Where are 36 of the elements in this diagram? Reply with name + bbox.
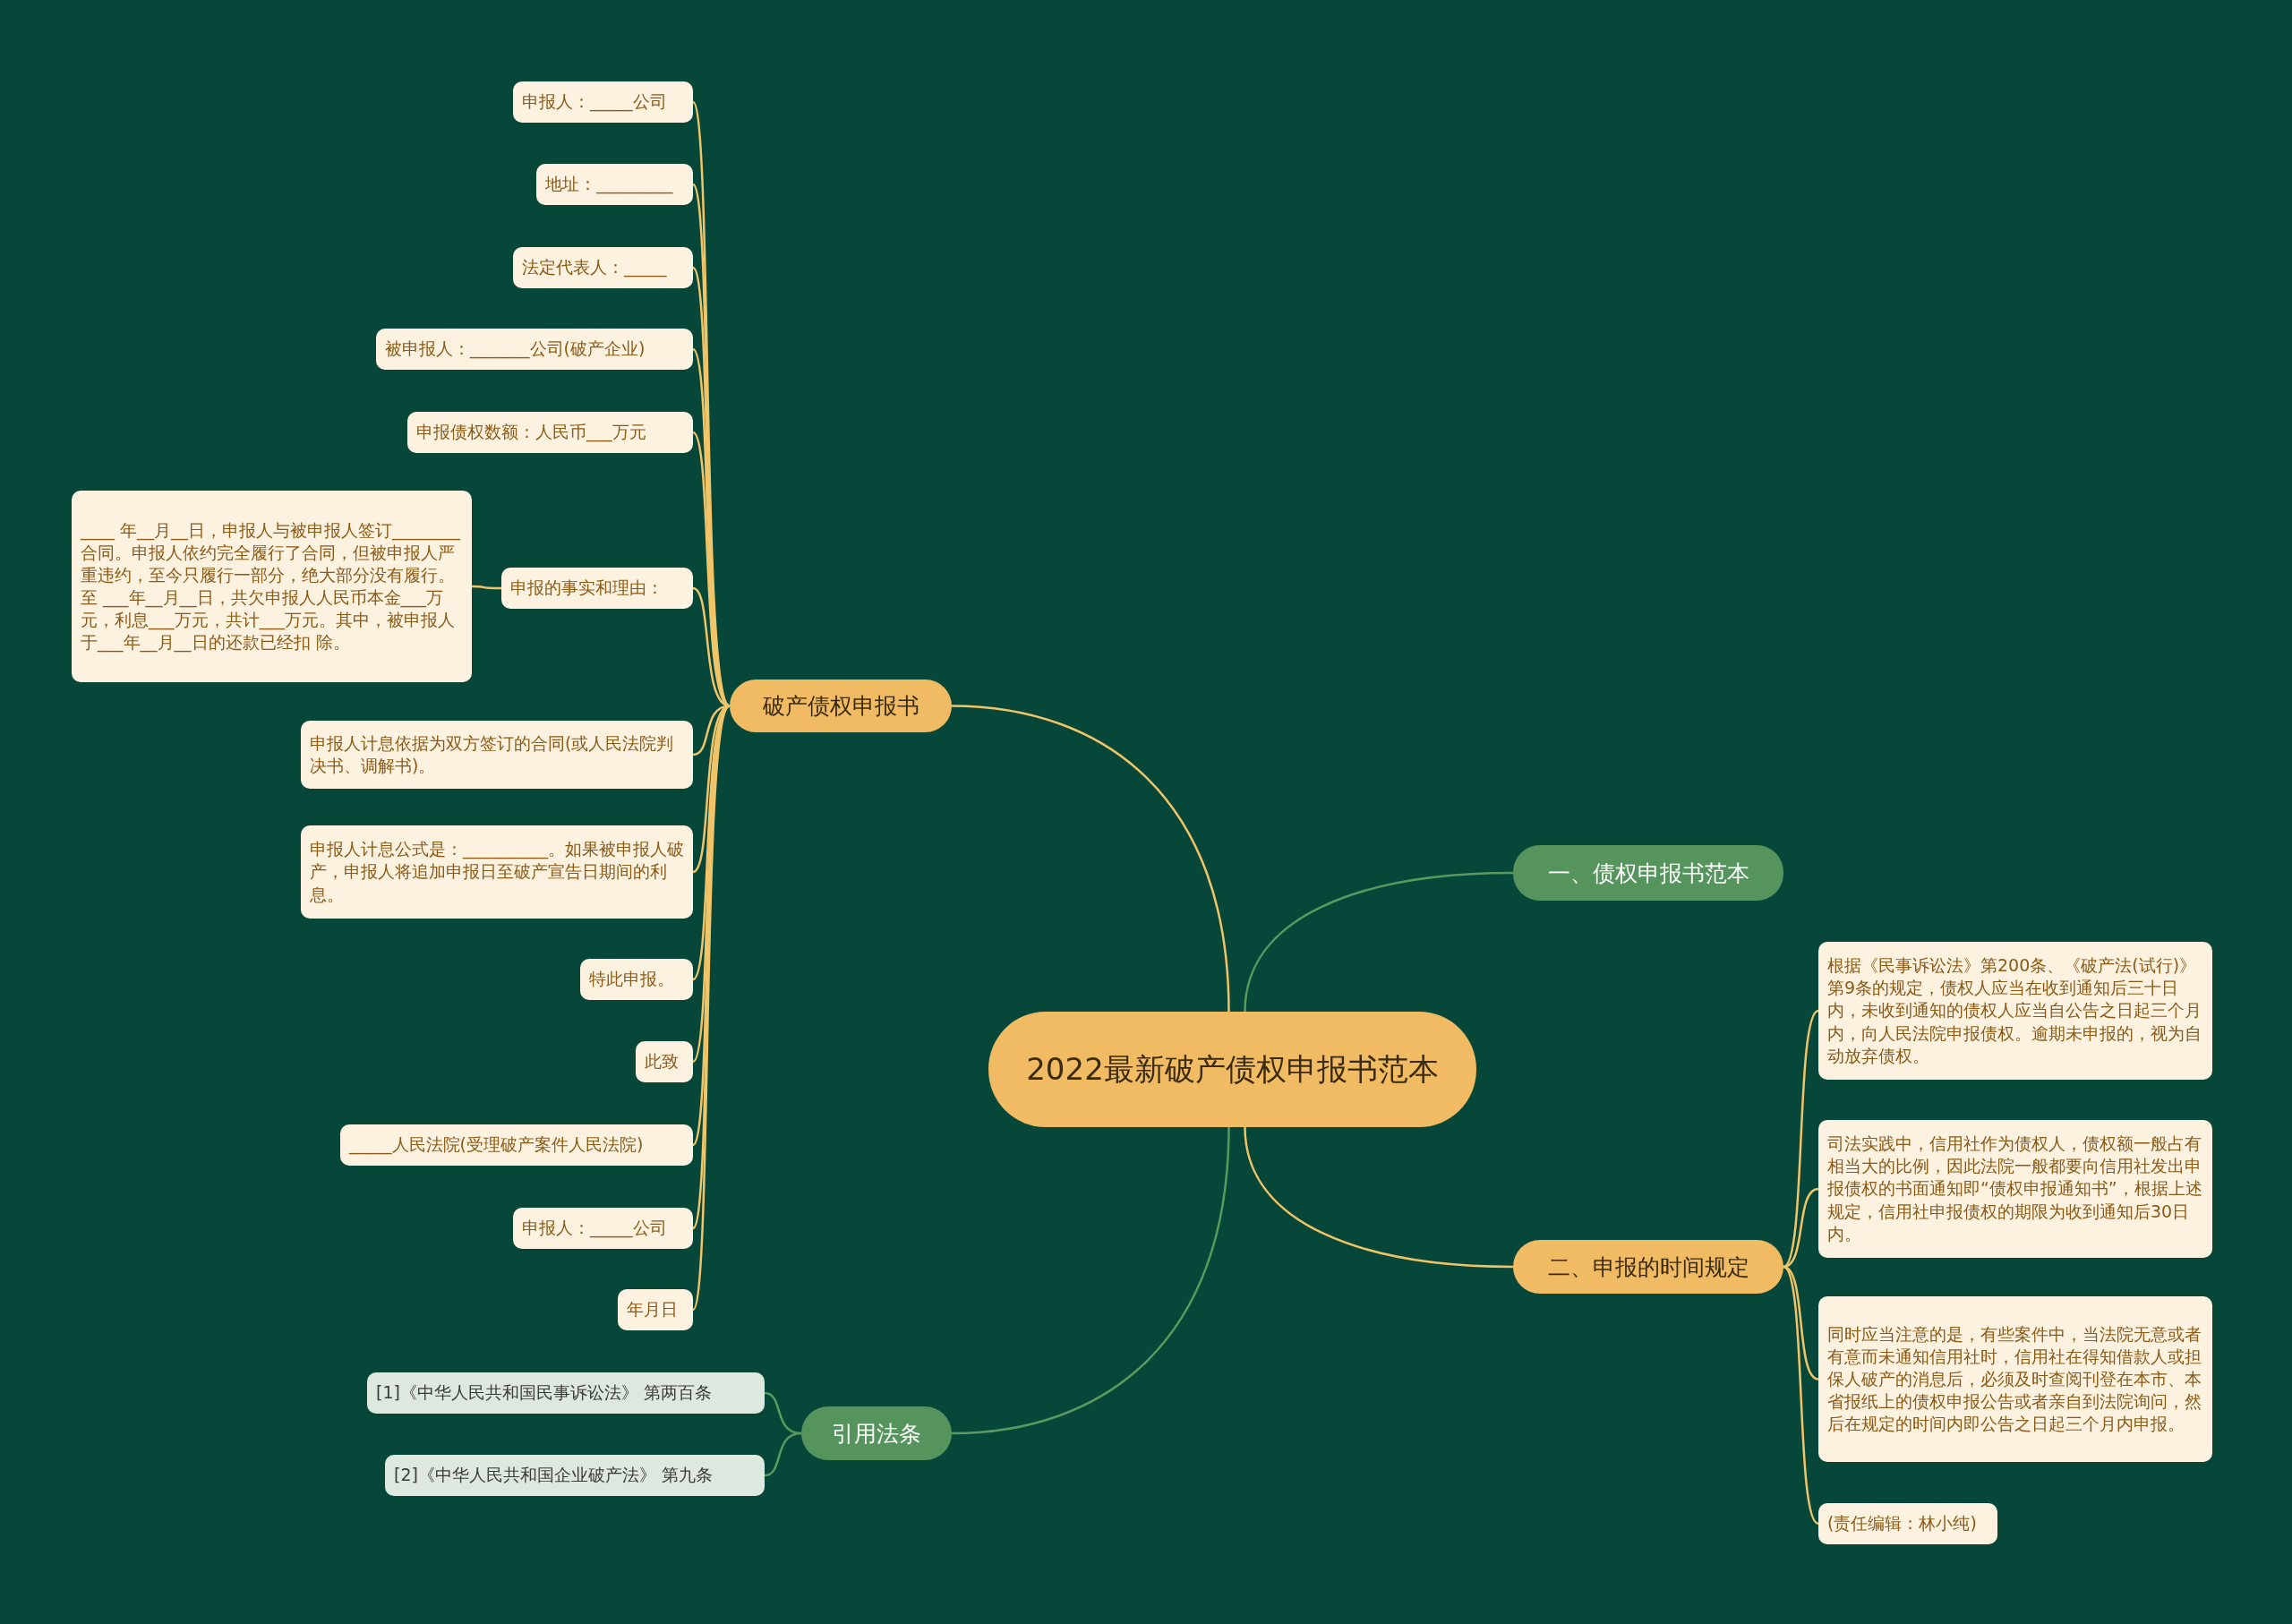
connector-line [764,1432,802,1477]
note-card: _____人民法院(受理破产案件人民法院) [340,1124,693,1166]
connector-line [1783,1266,1819,1525]
note-card: 申报人：_____公司 [513,1208,693,1249]
branch-topic: 引用法条 [801,1406,952,1460]
branch-topic: 一、债权申报书范本 [1513,845,1783,901]
note-card: 司法实践中，信用社作为债权人，债权额一般占有相当大的比例，因此法院一般都要向信用社发出申报债权的书面通知即“债权申报通知书”，根据上述规定，信用社申报债权的期限为收到通知后30日内。 [1818,1120,2212,1258]
note-card: 申报的事实和理由： [501,568,693,609]
note-card: 申报债权数额：人民币___万元 [407,412,693,453]
citation-card: [1]《中华人民共和国民事诉讼法》 第两百条 [367,1372,765,1414]
connector-line [1783,1010,1819,1268]
connector-line [951,705,1230,1013]
note-card: 地址：_________ [536,164,693,205]
note-card: 法定代表人：_____ [513,247,693,288]
note-card: ____ 年__月__日，申报人与被申报人签订________合同。申报人依约完全履行了合同，但被申报人严重违约，至今只履行一部分，绝大部分没有履行。至 ___年__月__日，共欠申报人人民币本金___万元，利息___万元，共计___万元。其中，被申报人于___年__月__日的还款已经扣 除。 [72,491,472,682]
note-card: (责任编辑：林小纯) [1818,1503,1997,1544]
note-card: 被申报人：_______公司(破产企业) [376,329,693,370]
note-card: 申报人计息公式是：__________。如果被申报人破产，申报人将追加申报日至破产宣告日期间的利息。 [301,825,693,919]
central-topic: 2022最新破产债权申报书范本 [988,1012,1476,1127]
connector-line [472,585,501,590]
note-card: 特此申报。 [580,959,693,1000]
note-card: 根据《民事诉讼法》第200条、《破产法(试行)》第9条的规定，债权人应当在收到通知后三十日内，未收到通知的债权人应当自公告之日起三个月内，向人民法院申报债权。逾期未申报的，视为自动放弃债权。 [1818,942,2212,1080]
connector-line [951,1126,1230,1435]
connector-line [1783,1265,1819,1380]
connector-line [1244,871,1514,1013]
note-card: 申报人：_____公司 [513,81,693,123]
note-card: 申报人计息依据为双方签订的合同(或人民法院判决书、调解书)。 [301,721,693,789]
branch-topic: 二、申报的时间规定 [1513,1240,1783,1294]
note-card: 年月日 [618,1289,693,1330]
note-card: 此致 [636,1041,693,1082]
connector-line [1244,1126,1514,1269]
connector-line [692,432,731,707]
branch-topic: 破产债权申报书 [730,680,952,732]
citation-card: [2]《中华人民共和国企业破产法》 第九条 [385,1455,765,1496]
connector-line [1783,1187,1819,1269]
note-card: 同时应当注意的是，有些案件中，当法院无意或者有意而未通知信用社时，信用社在得知借款人或担保人破产的消息后，必须及时查阅刊登在本市、本省报纸上的债权申报公告或者亲自到法院询问，然后在规定的时间内即公告之日起三个月内申报。 [1818,1296,2212,1462]
